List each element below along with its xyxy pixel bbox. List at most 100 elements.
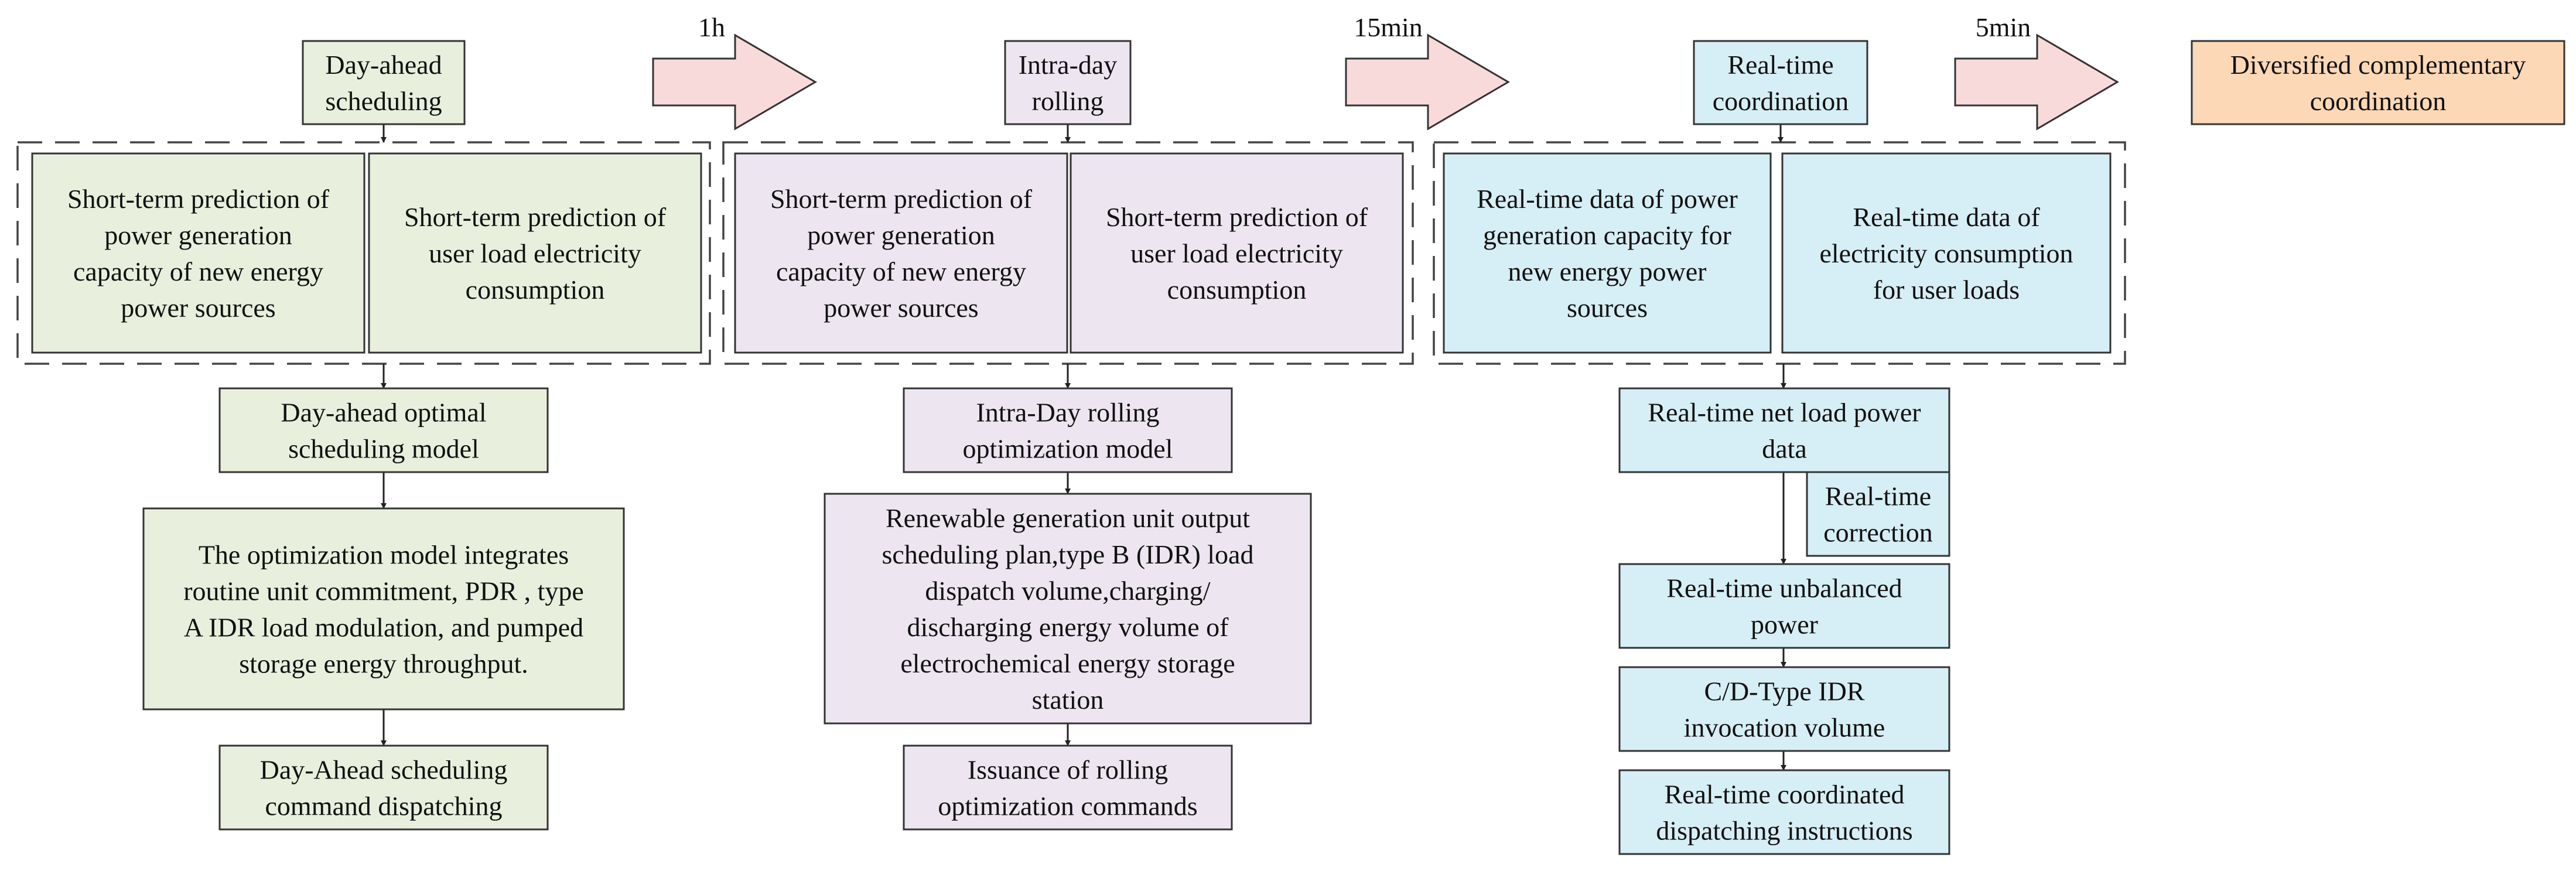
day-ahead-integration-description: The optimization model integrates routine… — [142, 507, 625, 711]
box-text-line: Short-term prediction of — [404, 202, 667, 232]
box-text-line: Intra-Day rolling — [976, 398, 1160, 428]
box-frame — [218, 744, 549, 831]
intra-day-load-prediction: Short-term prediction of user load electr… — [1070, 152, 1404, 354]
box-text-line: optimization commands — [938, 791, 1197, 821]
box-text-line: coordination — [1713, 86, 1849, 116]
box-frame — [1618, 666, 1950, 752]
box-frame — [903, 387, 1233, 473]
real-time-correction: Real-time correction — [1806, 471, 1950, 557]
box-text-line: Real-time coordinated — [1664, 780, 1904, 809]
box-text-line: electricity consumption — [1819, 238, 2073, 268]
day-ahead-prediction-group — [16, 141, 711, 365]
box-frame — [1004, 40, 1132, 125]
box-frame — [142, 507, 625, 711]
box-text-line: Real-time data of — [1853, 202, 2040, 232]
stage-real-time-box: Real-time coordination — [1693, 40, 1868, 125]
cd-type-idr-invocation: C/D-Type IDR invocation volume — [1618, 666, 1950, 752]
box-frame — [734, 152, 1068, 354]
box-frame — [1781, 152, 2112, 354]
box-text-line: command dispatching — [265, 791, 503, 821]
box-text-line: The optimization model integrates — [199, 540, 569, 570]
box-text-line: correction — [1823, 518, 1932, 548]
real-time-unbalanced-power: Real-time unbalanced power — [1618, 563, 1950, 649]
box-frame — [2191, 40, 2565, 125]
interval-label-15min: 15min — [1354, 12, 1423, 42]
box-text-line: Real-time unbalanced — [1666, 573, 1902, 603]
box-text-line: user load electricity — [429, 238, 641, 268]
box-frame — [302, 40, 466, 125]
box-frame — [31, 152, 365, 354]
box-frame — [1443, 152, 1772, 354]
box-text-line: power generation — [104, 220, 292, 250]
box-text-line: electrochemical energy storage — [900, 648, 1235, 678]
interval-arrow-15min — [1345, 33, 1510, 131]
box-text-line: scheduling model — [288, 434, 479, 464]
box-frame — [1070, 152, 1404, 354]
box-text-line: power — [1751, 610, 1818, 640]
real-time-generation-data: Real-time data of power generation capaci… — [1443, 152, 1772, 354]
interval-arrow-5min — [1954, 33, 2119, 131]
box-text-line: coordination — [2310, 86, 2447, 116]
day-ahead-optimal-model: Day-ahead optimal scheduling model — [218, 387, 549, 473]
stage-diversified-box: Diversified complementary coordination — [2191, 40, 2565, 125]
box-text-line: dispatching instructions — [1656, 816, 1912, 846]
box-text-line: Real-time — [1727, 50, 1833, 80]
box-text-line: scheduling plan,type B (IDR) load — [882, 539, 1254, 569]
stage-day-ahead-box: Day-ahead scheduling — [302, 40, 466, 125]
intra-day-rolling-model: Intra-Day rolling optimization model — [903, 387, 1233, 473]
box-frame — [218, 387, 549, 473]
box-frame — [1618, 563, 1950, 649]
box-text-line: Real-time data of power — [1477, 184, 1738, 214]
box-text-line: consumption — [466, 275, 605, 305]
box-frame — [903, 744, 1233, 831]
box-text-line: consumption — [1167, 275, 1307, 305]
intra-day-source-generation-prediction: Short-term prediction of power generation… — [734, 152, 1068, 354]
box-text-line: capacity of new energy — [73, 257, 323, 286]
box-text-line: data — [1762, 434, 1807, 464]
real-time-dispatching-instructions: Real-time coordinated dispatching instruc… — [1618, 769, 1950, 855]
box-text-line: Renewable generation unit output — [886, 503, 1250, 533]
box-text-line: storage energy throughput. — [239, 649, 528, 679]
intra-day-rolling-commands: Issuance of rolling optimization commands — [903, 744, 1233, 831]
box-text-line: Short-term prediction of — [770, 184, 1033, 214]
box-text-line: Short-term prediction of — [1106, 202, 1368, 232]
box-frame — [1693, 40, 1868, 125]
box-frame — [368, 152, 702, 354]
box-text-line: optimization model — [963, 434, 1173, 464]
connectors — [381, 124, 1786, 771]
box-text-line: Issuance of rolling — [968, 755, 1168, 785]
box-text-line: C/D-Type IDR — [1704, 677, 1864, 706]
box-text-line: user load electricity — [1130, 238, 1343, 268]
real-time-load-data: Real-time data of electricity consumption… — [1781, 152, 2112, 354]
box-frame — [824, 493, 1312, 725]
box-text-line: invocation volume — [1684, 713, 1885, 743]
box-frame — [1618, 769, 1950, 855]
box-text-line: rolling — [1032, 86, 1104, 116]
box-text-line: capacity of new energy — [776, 257, 1026, 286]
box-text-line: station — [1032, 685, 1104, 715]
box-text-line: discharging energy volume of — [907, 612, 1229, 642]
box-text-line: sources — [1567, 293, 1648, 323]
box-text-line: new energy power — [1508, 257, 1707, 286]
intra-day-scheduling-plan: Renewable generation unit output scheduli… — [824, 493, 1312, 725]
box-text-line: power generation — [807, 220, 995, 250]
box-text-line: A IDR load modulation, and pumped — [184, 613, 583, 643]
day-ahead-load-prediction: Short-term prediction of user load electr… — [368, 152, 702, 354]
box-text-line: dispatch volume,charging/ — [925, 576, 1210, 606]
box-text-line: for user loads — [1873, 275, 2020, 305]
day-ahead-command-dispatching: Day-Ahead scheduling command dispatching — [218, 744, 549, 831]
box-text-line: Day-Ahead scheduling — [260, 755, 508, 785]
box-frame — [1618, 387, 1950, 473]
interval-label-1h: 1h — [698, 12, 725, 42]
box-text-line: Real-time — [1825, 481, 1931, 511]
box-text-line: scheduling — [325, 86, 442, 116]
box-text-line: Day-ahead — [325, 50, 442, 80]
box-text-line: routine unit commitment, PDR , type — [183, 576, 584, 606]
box-text-line: generation capacity for — [1483, 220, 1731, 250]
box-text-line: Diversified complementary — [2230, 50, 2526, 80]
box-text-line: power sources — [824, 293, 978, 323]
box-text-line: Day-ahead optimal — [281, 398, 486, 428]
box-text-line: power sources — [121, 293, 275, 323]
